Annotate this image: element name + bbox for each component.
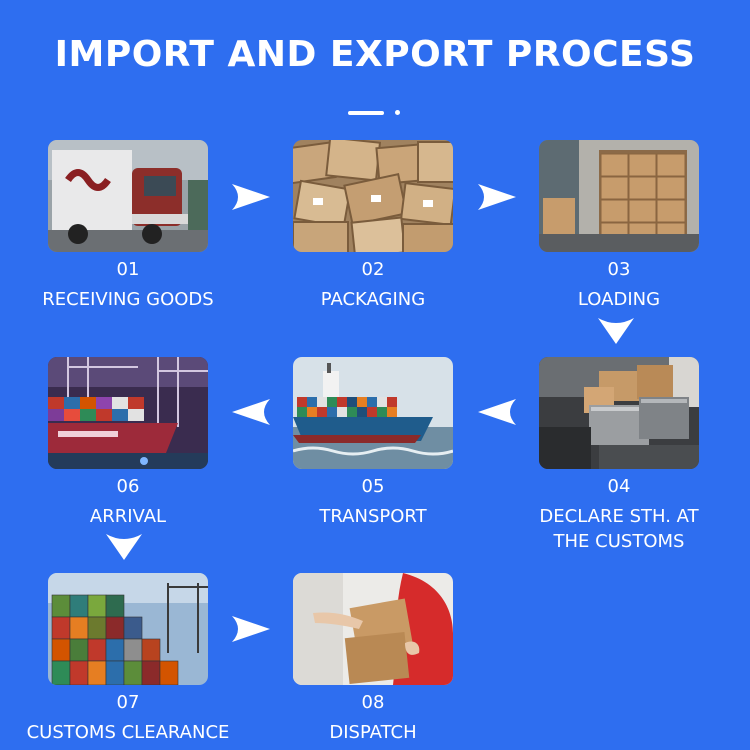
step-label: ARRIVAL (89, 506, 167, 527)
step-label: PACKAGING (320, 289, 426, 310)
step-number: 08 (361, 692, 385, 713)
step-02: 02 PACKAGING (248, 140, 498, 312)
container-stack-photo-icon (48, 573, 208, 685)
step-05: 05 TRANSPORT (248, 357, 498, 529)
cargo-ship-photo-icon (293, 357, 453, 469)
step-number: 05 (361, 476, 385, 497)
delivery-photo-icon (293, 573, 453, 685)
step-number: 01 (116, 259, 140, 280)
title-dot (395, 110, 400, 115)
step-03: 03 LOADING (494, 140, 744, 312)
arrow-left-icon (478, 399, 516, 425)
luggage-photo-icon (539, 357, 699, 469)
step-label: RECEIVING GOODS (42, 289, 214, 310)
step-number: 07 (116, 692, 140, 713)
step-label: TRANSPORT (319, 506, 427, 527)
step-number: 04 (607, 476, 631, 497)
arrow-right-icon (232, 616, 270, 642)
title-underline (348, 111, 384, 115)
step-07: 07 CUSTOMS CLEARANCE (3, 573, 253, 745)
arrow-down-icon (106, 534, 142, 560)
boxes-photo-icon (293, 140, 453, 252)
port-photo-icon (48, 357, 208, 469)
arrow-down-icon (598, 318, 634, 344)
page-title: IMPORT AND EXPORT PROCESS (54, 34, 696, 75)
arrow-right-icon (232, 184, 270, 210)
arrow-left-icon (232, 399, 270, 425)
arrow-right-icon (478, 184, 516, 210)
step-label: DISPATCH (329, 722, 417, 743)
step-04: 04 DECLARE STH. AT THE CUSTOMS (494, 357, 744, 554)
step-number: 06 (116, 476, 140, 497)
truck-photo-icon (48, 140, 208, 252)
step-08: 08 DISPATCH (248, 573, 498, 745)
step-06: 06 ARRIVAL (3, 357, 253, 529)
step-01: 01 RECEIVING GOODS (3, 140, 253, 312)
step-number: 03 (607, 259, 631, 280)
step-label: LOADING (577, 289, 661, 310)
step-number: 02 (361, 259, 385, 280)
step-label: CUSTOMS CLEARANCE (26, 722, 230, 743)
container-loading-photo-icon (539, 140, 699, 252)
step-label: DECLARE STH. AT THE CUSTOMS (539, 506, 699, 552)
